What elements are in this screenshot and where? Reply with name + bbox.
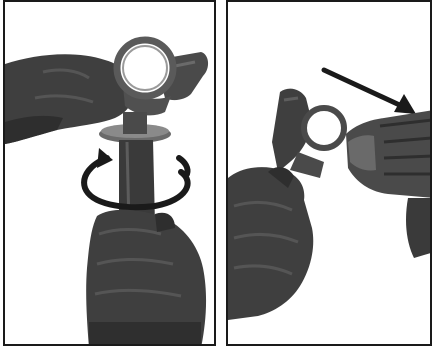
step-2-illustration xyxy=(228,2,432,346)
step-1-illustration xyxy=(5,2,216,346)
insertion-arrow-icon xyxy=(324,70,416,114)
ring-clamp xyxy=(117,40,173,96)
gloved-hand xyxy=(228,167,313,320)
lower-gloved-hand xyxy=(86,210,206,346)
tool-head xyxy=(117,40,208,115)
step-1-panel xyxy=(3,0,216,346)
drill-chuck xyxy=(346,110,432,258)
tool-head xyxy=(272,89,344,178)
ring-clamp xyxy=(304,108,344,148)
step-2-panel xyxy=(226,0,432,346)
